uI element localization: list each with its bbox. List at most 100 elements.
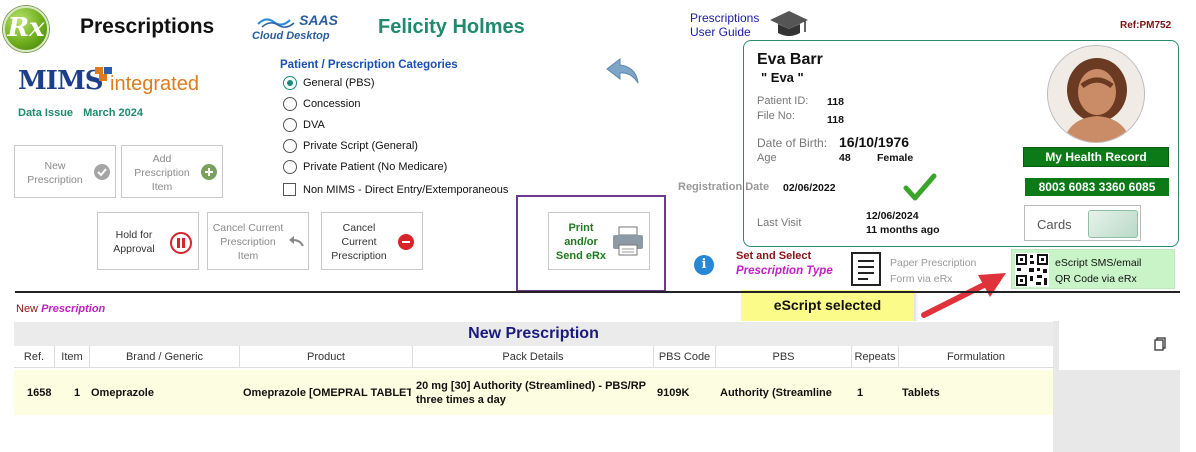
mims-logo-text: MIMS <box>18 66 103 96</box>
green-check-icon <box>903 173 937 201</box>
last-visit-date: 12/06/2024 <box>866 210 919 222</box>
category-option-concession[interactable]: Concession <box>283 97 360 111</box>
user-guide-line2: User Guide <box>690 25 751 39</box>
cell-pbs: Authority (Streamline <box>720 387 832 399</box>
radio-button[interactable] <box>283 139 297 153</box>
puzzle-icon <box>95 67 112 81</box>
add-prescription-item-button[interactable]: Add Prescription Item <box>121 145 223 198</box>
paper-document-icon[interactable] <box>851 252 881 286</box>
info-icon[interactable]: i <box>694 255 714 275</box>
user-guide-line1: Prescriptions <box>690 11 760 25</box>
category-label: Private Script (General) <box>303 140 418 152</box>
file-no-value: 118 <box>827 114 844 126</box>
back-arrow-icon[interactable] <box>604 56 642 86</box>
paper-prescription-option[interactable]: Paper Prescription Form via eRx <box>890 255 976 287</box>
cell-pbs-code: 9109K <box>657 387 690 399</box>
radio-button[interactable] <box>283 160 297 174</box>
button-label: Add <box>152 153 172 165</box>
new-prescription-section-label: New Prescription <box>16 303 105 315</box>
cancel-current-prescription-button[interactable]: Cancel Current Prescription <box>321 212 423 270</box>
graduation-cap-icon[interactable] <box>768 8 810 40</box>
patient-id-value: 118 <box>827 96 844 108</box>
cell-pack-line1: 20 mg [30] Authority (Streamlined) - PBS… <box>416 380 647 392</box>
set-select-label: Set and Select <box>736 250 812 262</box>
ihi-number: 8003 6083 3360 6085 <box>1025 178 1169 196</box>
saas-top-text: SAAS <box>299 12 338 28</box>
last-visit-label: Last Visit <box>757 217 802 229</box>
non-mims-checkbox[interactable] <box>283 183 296 196</box>
category-option-private-patient[interactable]: Private Patient (No Medicare) <box>283 160 447 174</box>
cell-product: Omeprazole [OMEPRAL TABLET <box>243 387 411 399</box>
non-mims-label: Non MIMS - Direct Entry/Extemporaneous <box>303 183 509 196</box>
cancel-current-item-button[interactable]: Cancel Current Prescription Item <box>207 212 309 270</box>
cell-repeats: 1 <box>857 387 864 399</box>
header-patient-name: Felicity Holmes <box>378 16 525 38</box>
button-label: Prescription <box>220 236 276 248</box>
radio-button[interactable] <box>283 76 297 90</box>
col-header-formulation[interactable]: Formulation <box>946 351 1006 363</box>
category-option-dva[interactable]: DVA <box>283 118 325 132</box>
qr-code-icon <box>1015 253 1049 287</box>
cards-button[interactable]: Cards <box>1024 205 1141 241</box>
minus-icon <box>398 234 414 250</box>
button-label: Cancel Current <box>212 222 284 234</box>
button-label: Cancel <box>342 222 376 234</box>
grid-title: New Prescription <box>14 322 1053 346</box>
col-header-pack-details[interactable]: Pack Details <box>413 346 654 368</box>
print-send-erx-button[interactable]: Print and/or Send eRx <box>548 212 650 270</box>
escript-option-line2: QR Code via eRx <box>1055 273 1137 285</box>
age-label: Age <box>757 152 777 164</box>
new-label: New <box>16 303 39 315</box>
hold-for-approval-button[interactable]: Hold for Approval <box>97 212 199 270</box>
button-label: Prescription <box>134 167 190 179</box>
col-header-brand[interactable]: Brand / Generic <box>90 346 240 368</box>
user-guide-link[interactable]: Prescriptions User Guide <box>690 11 759 39</box>
registration-date-value: 02/06/2022 <box>783 182 836 194</box>
saas-wave-icon <box>257 18 295 28</box>
col-header-pbs[interactable]: PBS <box>716 346 852 368</box>
col-header-pbs-code[interactable]: PBS Code <box>654 346 716 368</box>
button-label: Print <box>568 222 594 234</box>
cell-pack-line2: three times a day <box>416 394 506 406</box>
button-label: Prescription <box>27 174 83 186</box>
button-label: and/or <box>564 236 598 248</box>
age-value: 48 <box>839 152 851 164</box>
category-label: Concession <box>303 98 361 110</box>
button-label: Prescription <box>331 250 387 262</box>
button-label: New <box>44 160 66 172</box>
prescription-label: Prescription <box>41 303 106 315</box>
section-divider <box>15 291 1180 293</box>
last-visit-ago: 11 months ago <box>866 224 940 236</box>
mims-integrated-text: integrated <box>110 73 199 95</box>
category-option-private-script[interactable]: Private Script (General) <box>283 139 418 153</box>
ref-code: Ref:PM752 <box>1120 20 1172 31</box>
non-mims-checkbox-row[interactable]: Non MIMS - Direct Entry/Extemporaneous <box>283 183 508 196</box>
patient-alias: " Eva " <box>761 70 804 85</box>
printer-icon <box>613 226 643 256</box>
new-prescription-button[interactable]: New Prescription <box>14 145 116 198</box>
escript-option[interactable]: eScript SMS/email QR Code via eRx <box>1011 249 1175 289</box>
category-option-general[interactable]: General (PBS) <box>283 76 375 90</box>
col-header-repeats[interactable]: Repeats <box>852 346 899 368</box>
col-header-product[interactable]: Product <box>240 346 413 368</box>
cell-item: 1 <box>74 387 81 399</box>
card-icon <box>1088 210 1138 238</box>
reply-arrow-icon <box>289 236 304 247</box>
col-header-ref[interactable]: Ref. <box>14 346 55 368</box>
col-header-item[interactable]: Item <box>55 346 90 368</box>
patient-photo <box>1047 45 1145 143</box>
rx-logo-text: Rx <box>7 13 45 43</box>
table-row[interactable]: 1658 1 Omeprazole Omeprazole [OMEPRAL TA… <box>14 370 1053 415</box>
registration-date-label: Registration Date <box>678 181 770 193</box>
categories-title: Patient / Prescription Categories <box>280 59 458 71</box>
dob-label: Date of Birth: <box>757 136 828 150</box>
copy-icon[interactable] <box>1154 337 1166 351</box>
my-health-record-button[interactable]: My Health Record <box>1023 147 1169 167</box>
file-no-label: File No: <box>757 110 795 122</box>
app-title: Prescriptions <box>80 15 215 38</box>
button-label: Hold for <box>115 229 153 241</box>
radio-button[interactable] <box>283 118 297 132</box>
radio-button[interactable] <box>283 97 297 111</box>
plus-icon <box>201 164 217 180</box>
saas-bottom-text: Cloud Desktop <box>252 30 330 42</box>
